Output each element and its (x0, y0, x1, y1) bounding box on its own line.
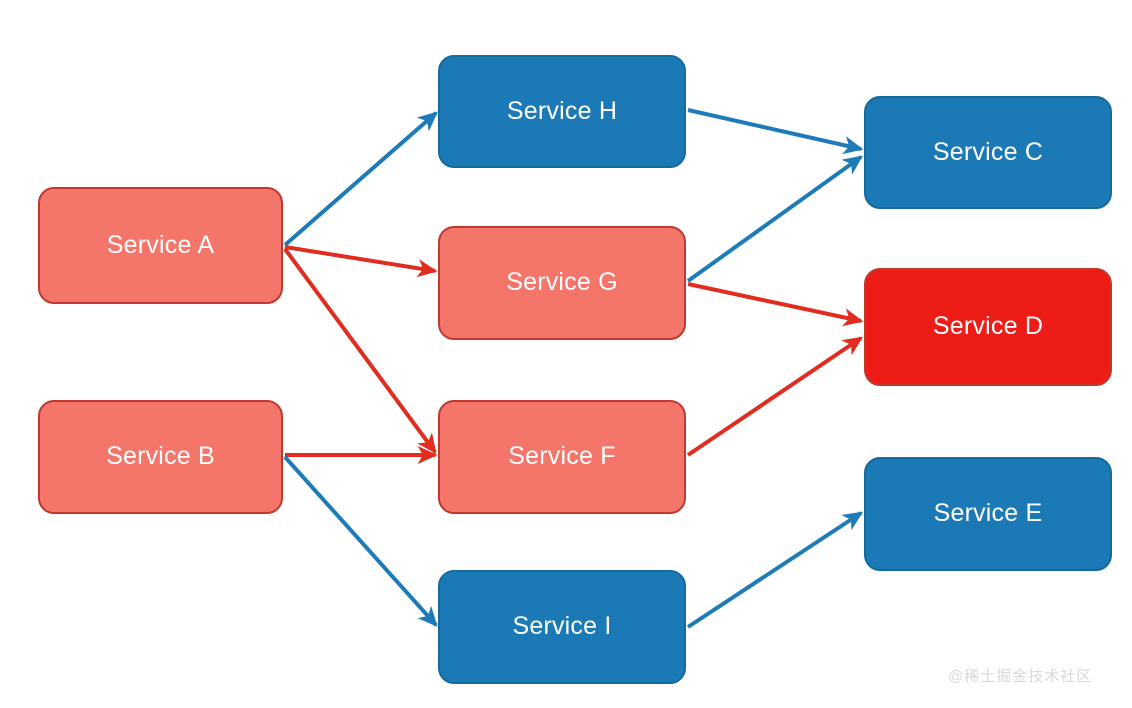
edge-a-to-h (283, 111, 438, 247)
node-service-d[interactable]: Service D (864, 268, 1112, 386)
node-service-g[interactable]: Service G (438, 226, 686, 340)
node-service-i[interactable]: Service I (438, 570, 686, 684)
edge-h-to-c (687, 108, 864, 155)
node-label: Service B (106, 442, 215, 471)
node-label: Service F (508, 442, 616, 471)
edge-a-to-f (283, 247, 437, 455)
node-label: Service D (932, 312, 1044, 341)
edge-b-to-i (283, 455, 438, 627)
node-service-b[interactable]: Service B (38, 400, 283, 514)
edge-a-to-g (284, 245, 438, 278)
edge-f-to-d (686, 336, 864, 457)
node-label: Service I (512, 612, 612, 641)
node-label: Service A (106, 230, 215, 259)
edge-g-to-d (687, 282, 864, 327)
node-label: Service E (933, 499, 1043, 528)
edge-i-to-e (686, 511, 864, 629)
node-service-a[interactable]: Service A (38, 187, 283, 304)
node-service-e[interactable]: Service E (864, 457, 1112, 571)
watermark-label: @稀土掘金技术社区 (948, 668, 1093, 685)
node-service-c[interactable]: Service C (864, 96, 1112, 209)
node-label: Service C (932, 137, 1044, 166)
node-label: Service H (506, 96, 618, 125)
node-label: Service G (506, 268, 618, 297)
edge-g-to-c (686, 155, 864, 283)
node-service-h[interactable]: Service H (438, 55, 686, 168)
node-service-f[interactable]: Service F (438, 400, 686, 514)
